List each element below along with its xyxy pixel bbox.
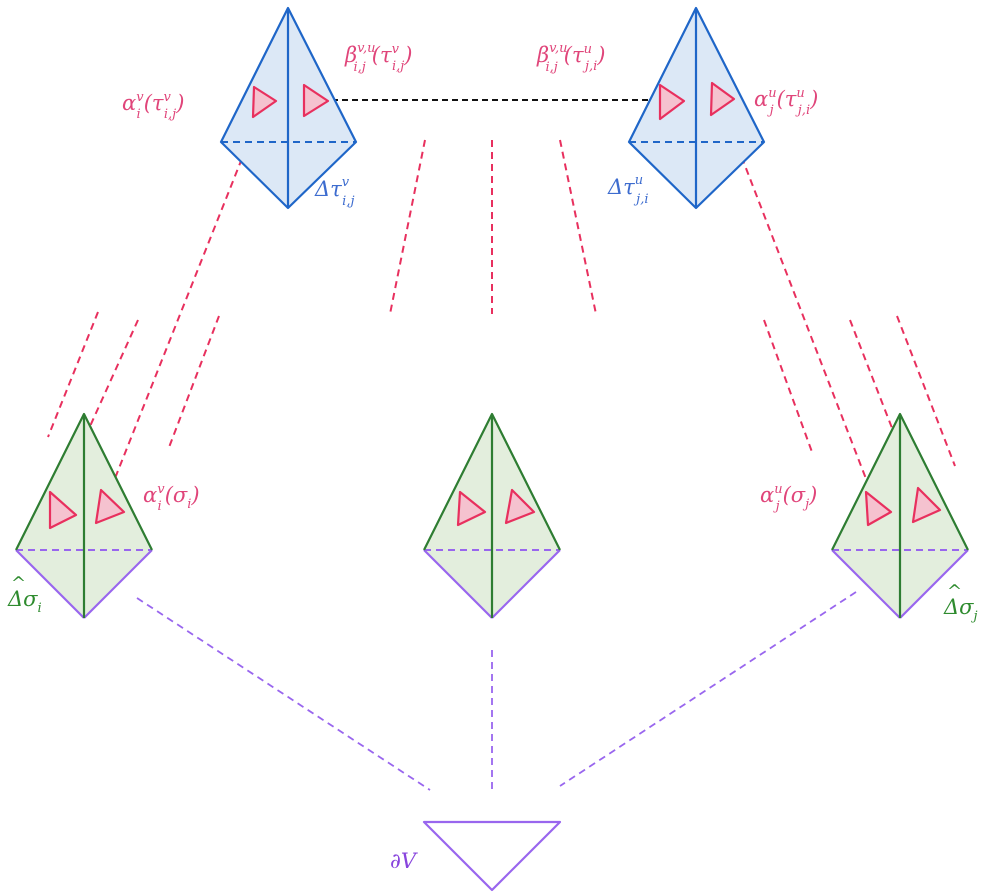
tetrahedron-tau-v — [219, 6, 358, 210]
simplex-alpha-sigma-i-1 — [48, 490, 78, 530]
label-hat-delta-sigma-i: Δσi — [7, 587, 42, 616]
alpha-line-right-1 — [763, 319, 813, 453]
label-boundary-v: ∂V — [390, 849, 418, 873]
tetrahedron-tau-u — [627, 6, 766, 210]
simplex-center-2 — [504, 488, 536, 525]
boundary-line-left — [136, 597, 431, 791]
tetrahedron-sigma-i — [15, 412, 153, 619]
simplex-beta-tau-v — [302, 83, 330, 118]
alpha-line-right-3 — [896, 315, 956, 467]
label-hat-delta-sigma-i-hat: ^ — [11, 573, 26, 594]
tetrahedron-sigma-j — [831, 412, 969, 619]
label-hat-delta-sigma-j-hat: ^ — [947, 581, 962, 602]
alpha-line-left-4 — [167, 315, 220, 451]
simplex-alpha-sigma-j-1 — [864, 490, 893, 527]
tetrahedron-sigma-center — [423, 412, 561, 619]
alpha-line-left-3 — [103, 102, 265, 507]
alpha-line-left-1 — [47, 311, 99, 438]
simplex-alpha-sigma-j-2 — [911, 486, 942, 524]
boundary-triangle — [422, 820, 562, 892]
alpha-line-right-4 — [719, 100, 881, 516]
simplex-center-1 — [456, 490, 487, 527]
simplex-alpha-tau-v — [251, 85, 278, 119]
alpha-line-center-3 — [559, 139, 597, 315]
alpha-line-center-1 — [389, 139, 426, 315]
simplex-alpha-tau-u — [709, 81, 736, 117]
simplex-beta-tau-u — [658, 83, 686, 121]
boundary-lines — [136, 591, 857, 791]
boundary-line-right — [559, 591, 857, 787]
simplex-alpha-sigma-i-2 — [94, 488, 126, 525]
label-hat-delta-sigma-j: Δσj — [943, 595, 978, 624]
